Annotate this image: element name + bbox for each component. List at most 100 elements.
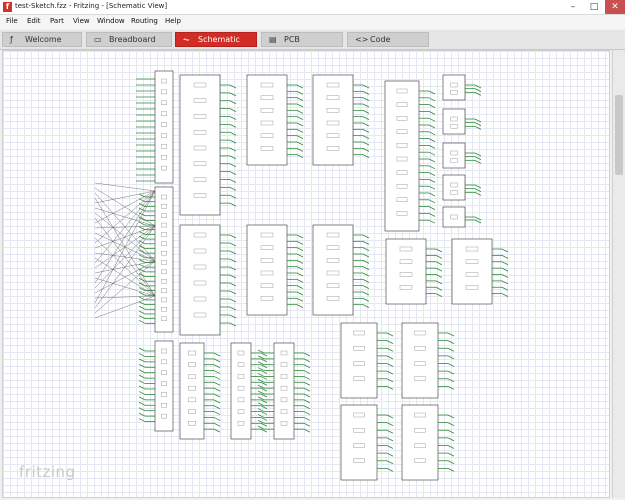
part-pin-label[interactable] (161, 250, 167, 256)
part-pin-wire[interactable] (260, 428, 268, 433)
part-pin-wire[interactable] (386, 445, 394, 449)
part-pin-wire[interactable] (303, 411, 311, 415)
part-pin-wire[interactable] (260, 381, 268, 386)
part-pin-label[interactable] (161, 89, 167, 95)
part-pin-wire[interactable] (435, 255, 443, 259)
part-pin-label[interactable] (450, 82, 458, 88)
part-pin-wire[interactable] (257, 425, 265, 430)
part-pin-wire[interactable] (138, 315, 146, 320)
part-pin-label[interactable] (188, 350, 196, 356)
part-pin-wire[interactable] (138, 396, 146, 401)
crossing-wire[interactable] (94, 225, 156, 309)
part-pin-wire[interactable] (362, 266, 370, 271)
part-pin-wire[interactable] (362, 253, 370, 258)
part-pin-wire[interactable] (229, 92, 237, 97)
menu-window[interactable]: Window (97, 17, 125, 25)
part-pin-wire[interactable] (213, 376, 221, 380)
part-pin-label[interactable] (414, 412, 426, 418)
part-pin-wire[interactable] (213, 422, 221, 427)
schematic-part[interactable] (154, 186, 174, 333)
part-pin-label[interactable] (161, 222, 167, 228)
part-pin-wire[interactable] (213, 358, 221, 363)
part-pin-wire[interactable] (435, 248, 443, 253)
part-pin-wire[interactable] (213, 417, 221, 421)
close-icon[interactable]: ✕ (605, 0, 625, 14)
part-pin-label[interactable] (353, 361, 365, 366)
schematic-part[interactable] (451, 238, 493, 305)
part-pin-label[interactable] (161, 122, 167, 127)
part-pin-label[interactable] (260, 133, 274, 138)
part-pin-wire[interactable] (303, 405, 311, 410)
part-pin-wire[interactable] (447, 332, 455, 337)
part-pin-wire[interactable] (428, 90, 436, 95)
part-pin-wire[interactable] (138, 310, 146, 315)
part-pin-wire[interactable] (303, 370, 311, 374)
maximize-icon[interactable]: □ (589, 2, 599, 12)
part-pin-wire[interactable] (138, 268, 146, 273)
part-pin-label[interactable] (280, 362, 288, 367)
part-pin-wire[interactable] (296, 304, 304, 309)
part-pin-label[interactable] (465, 246, 479, 252)
schematic-part[interactable] (442, 142, 466, 169)
part-pin-wire[interactable] (229, 147, 237, 152)
part-pin-label[interactable] (161, 194, 167, 200)
schematic-part[interactable] (442, 206, 466, 228)
part-pin-wire[interactable] (138, 401, 146, 406)
part-pin-wire[interactable] (428, 104, 436, 108)
part-pin-label[interactable] (237, 385, 245, 391)
part-pin-label[interactable] (326, 82, 340, 88)
part-pin-label[interactable] (161, 392, 167, 397)
part-pin-label[interactable] (396, 143, 408, 148)
part-pin-wire[interactable] (257, 408, 265, 412)
part-pin-wire[interactable] (474, 188, 482, 193)
part-pin-wire[interactable] (428, 145, 436, 149)
part-pin-wire[interactable] (435, 261, 443, 266)
part-pin-wire[interactable] (229, 266, 237, 271)
part-pin-wire[interactable] (257, 384, 265, 389)
part-pin-label[interactable] (237, 397, 245, 403)
part-pin-label[interactable] (260, 296, 274, 301)
part-pin-wire[interactable] (428, 172, 436, 176)
part-pin-label[interactable] (193, 82, 207, 88)
tab-code[interactable]: <> Code (347, 32, 429, 47)
part-pin-wire[interactable] (296, 103, 304, 108)
part-pin-label[interactable] (237, 350, 245, 356)
part-pin-wire[interactable] (474, 125, 482, 130)
part-pin-label[interactable] (326, 232, 340, 238)
schematic-part[interactable] (401, 322, 439, 399)
part-pin-label[interactable] (280, 397, 288, 403)
part-pin-wire[interactable] (138, 374, 146, 379)
schematic-part[interactable] (312, 74, 354, 166)
part-pin-label[interactable] (161, 279, 167, 284)
part-pin-label[interactable] (414, 361, 426, 366)
part-pin-wire[interactable] (229, 322, 237, 327)
crossing-wire[interactable] (94, 190, 156, 244)
part-pin-wire[interactable] (260, 399, 268, 404)
part-pin-label[interactable] (260, 283, 274, 288)
part-pin-label[interactable] (414, 346, 426, 351)
schematic-part[interactable] (179, 224, 221, 336)
part-pin-wire[interactable] (362, 141, 370, 146)
part-pin-wire[interactable] (474, 118, 482, 123)
part-pin-wire[interactable] (296, 109, 304, 114)
part-pin-wire[interactable] (138, 301, 146, 305)
part-pin-label[interactable] (188, 409, 196, 414)
part-pin-wire[interactable] (296, 272, 304, 277)
part-pin-wire[interactable] (435, 274, 443, 278)
part-pin-wire[interactable] (474, 159, 482, 164)
crossing-wire[interactable] (94, 182, 156, 192)
part-pin-label[interactable] (260, 82, 274, 88)
part-pin-wire[interactable] (447, 460, 455, 465)
part-pin-wire[interactable] (447, 422, 455, 426)
part-pin-wire[interactable] (229, 100, 237, 105)
part-pin-wire[interactable] (386, 414, 394, 419)
part-pin-wire[interactable] (260, 352, 268, 357)
part-pin-wire[interactable] (386, 437, 394, 442)
part-pin-label[interactable] (450, 214, 458, 220)
schematic-part[interactable] (246, 224, 288, 316)
part-pin-label[interactable] (161, 288, 167, 293)
part-pin-label[interactable] (161, 307, 167, 312)
part-pin-label[interactable] (353, 330, 365, 336)
part-pin-label[interactable] (353, 458, 365, 463)
part-pin-wire[interactable] (229, 187, 237, 191)
